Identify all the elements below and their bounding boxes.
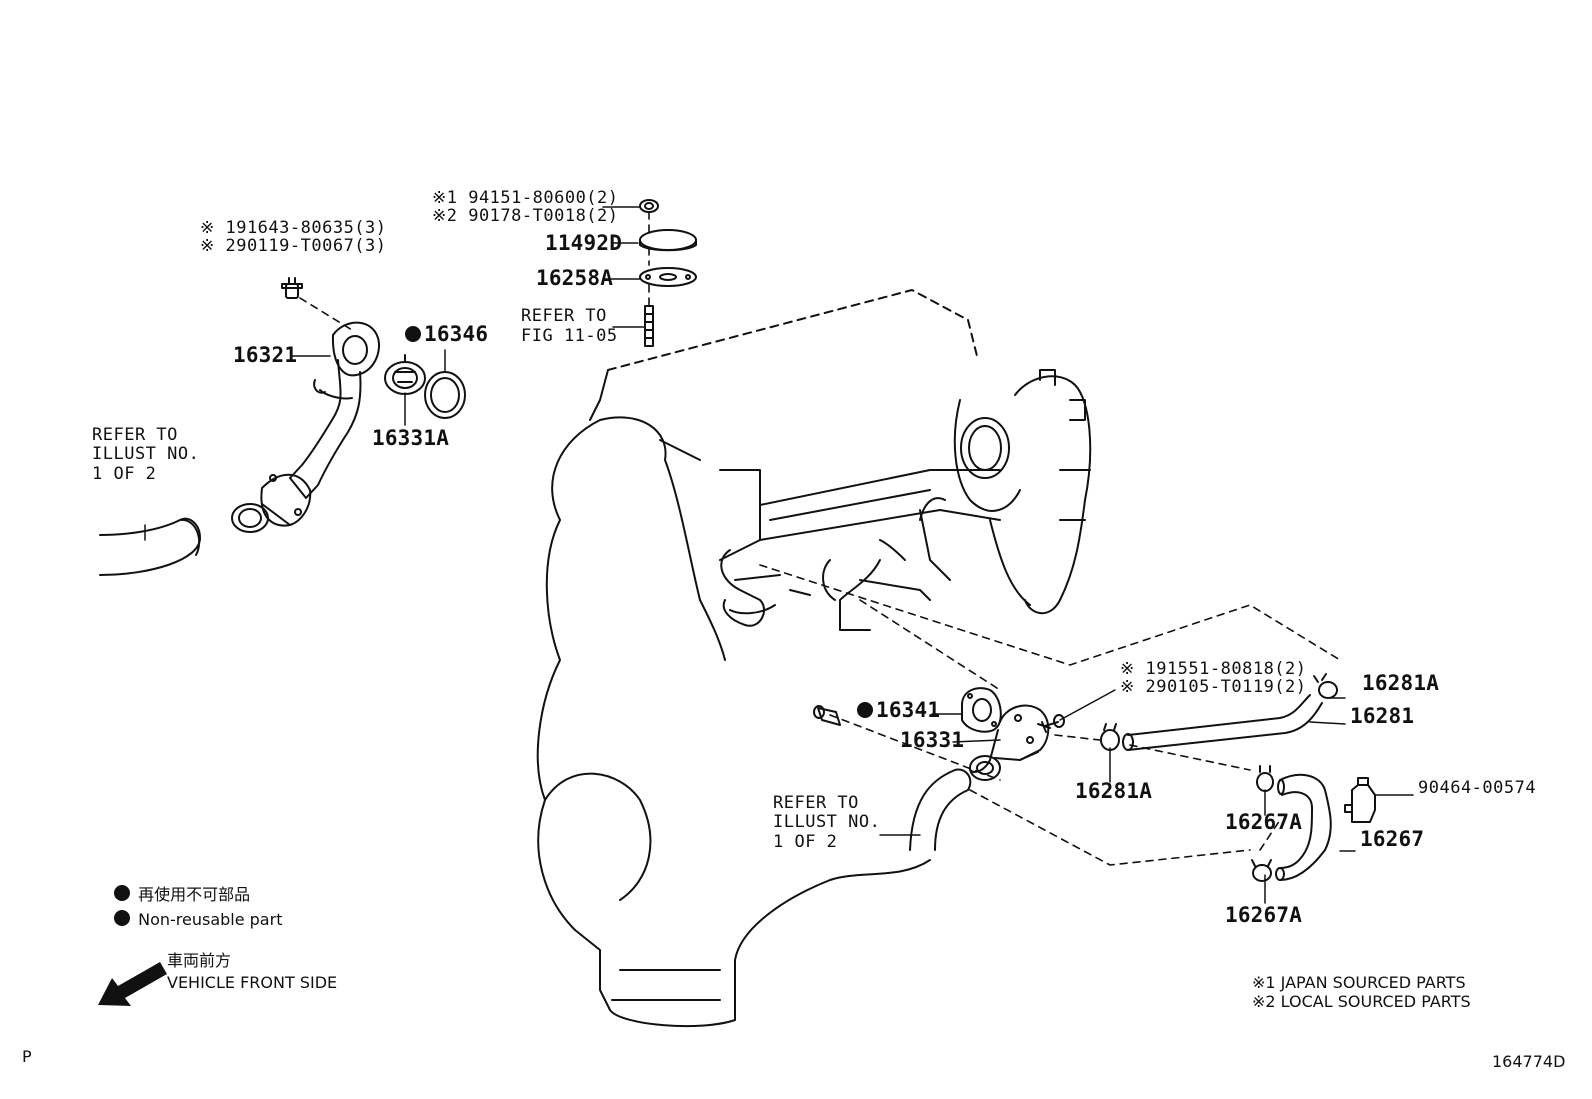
sourcing-japan: ※1 JAPAN SOURCED PARTS (1252, 973, 1466, 992)
part-16341-label: 16341 (876, 698, 941, 722)
part-16281A-lower[interactable]: 16281A (1075, 779, 1153, 803)
part-16341[interactable]: 16341 (857, 700, 940, 721)
refer-fig-line2: FIG 11-05 (521, 326, 618, 346)
legend-nonreusable-jp: 再使用不可部品 (114, 885, 250, 903)
part-16331A[interactable]: 16331A (372, 426, 450, 450)
bolt-mid-icon (1037, 714, 1065, 733)
radiator-hose-left-icon (99, 517, 201, 576)
refer-bottom-line1: REFER TO (773, 793, 859, 813)
part-16267A-upper[interactable]: 16267A (1225, 810, 1303, 834)
dashed-leaders (299, 211, 1341, 866)
water-inlet-icon (969, 704, 1050, 781)
hose-clamp-16267a-lower-icon (1251, 859, 1272, 882)
legend-nonreusable-en: Non-reusable part (114, 910, 282, 928)
part-16321[interactable]: 16321 (233, 343, 298, 367)
bypass-hose-icon (1122, 694, 1323, 751)
note-upper-left-line1: ※ 191643-80635(3) (200, 218, 387, 238)
hose-clamp-upper-icon (1313, 673, 1338, 699)
sourcing-local: ※2 LOCAL SOURCED PARTS (1252, 992, 1471, 1011)
bolt-icon (281, 277, 303, 299)
part-16346-label: 16346 (424, 322, 489, 346)
cover-gasket-icon (639, 267, 697, 287)
gasket-ring-icon (424, 371, 466, 419)
part-16281A-upper[interactable]: 16281A (1362, 671, 1440, 695)
part-16258A[interactable]: 16258A (536, 266, 614, 290)
heater-hose-icon (1275, 773, 1332, 881)
legend-nonreusable-jp-text: 再使用不可部品 (138, 885, 251, 904)
cover-plate-icon (639, 229, 697, 252)
legend-front-en: VEHICLE FRONT SIDE (167, 973, 338, 992)
refer-left-line3: 1 OF 2 (92, 464, 157, 484)
inlet-gasket-icon (961, 687, 1002, 733)
engine-outline (536, 289, 1092, 1028)
pipe-stub-icon (813, 705, 841, 726)
refer-bottom-line2: ILLUST NO. (773, 812, 881, 832)
note-mid-right-line1: ※ 191551-80818(2) (1120, 659, 1307, 679)
legend-front-jp: 車両前方 (167, 951, 232, 970)
note-mid-right-line2: ※ 290105-T0119(2) (1120, 677, 1307, 697)
part-16267[interactable]: 16267 (1360, 827, 1425, 851)
legend-dot-icon (114, 910, 130, 926)
nut-icon (639, 199, 659, 213)
note-top-line1: ※1 94151-80600(2) (432, 188, 619, 208)
hose-clamp-16267a-upper-icon (1256, 765, 1274, 792)
stud-icon (644, 305, 654, 347)
part-16331[interactable]: 16331 (900, 728, 965, 752)
refer-left-line2: ILLUST NO. (92, 444, 200, 464)
hose-clamp-lower-icon (1100, 723, 1120, 751)
corner-left-code: P (22, 1047, 32, 1066)
radiator-hose-bottom-icon (909, 768, 972, 851)
nonreusable-dot-icon (857, 702, 873, 718)
part-16346[interactable]: 16346 (405, 324, 488, 345)
refer-bottom-line3: 1 OF 2 (773, 832, 838, 852)
vehicle-front-arrow-icon (98, 962, 167, 1006)
note-top-line2: ※2 90178-T0018(2) (432, 206, 619, 226)
refer-left-line1: REFER TO (92, 425, 178, 445)
refer-fig-line1: REFER TO (521, 306, 607, 326)
nonreusable-dot-icon (405, 326, 421, 342)
part-11492D[interactable]: 11492D (545, 231, 623, 255)
part-90464-00574[interactable]: 90464-00574 (1418, 778, 1537, 798)
legend-dot-icon (114, 885, 130, 901)
illustration-number: 164774D (1492, 1052, 1566, 1071)
legend-nonreusable-en-text: Non-reusable part (138, 910, 283, 929)
water-outlet-pipe-icon (231, 321, 380, 533)
hose-valve-icon (1344, 777, 1376, 823)
part-16267A-lower[interactable]: 16267A (1225, 903, 1303, 927)
note-upper-left-line2: ※ 290119-T0067(3) (200, 236, 387, 256)
thermostat-icon (384, 354, 426, 395)
part-16281[interactable]: 16281 (1350, 704, 1415, 728)
